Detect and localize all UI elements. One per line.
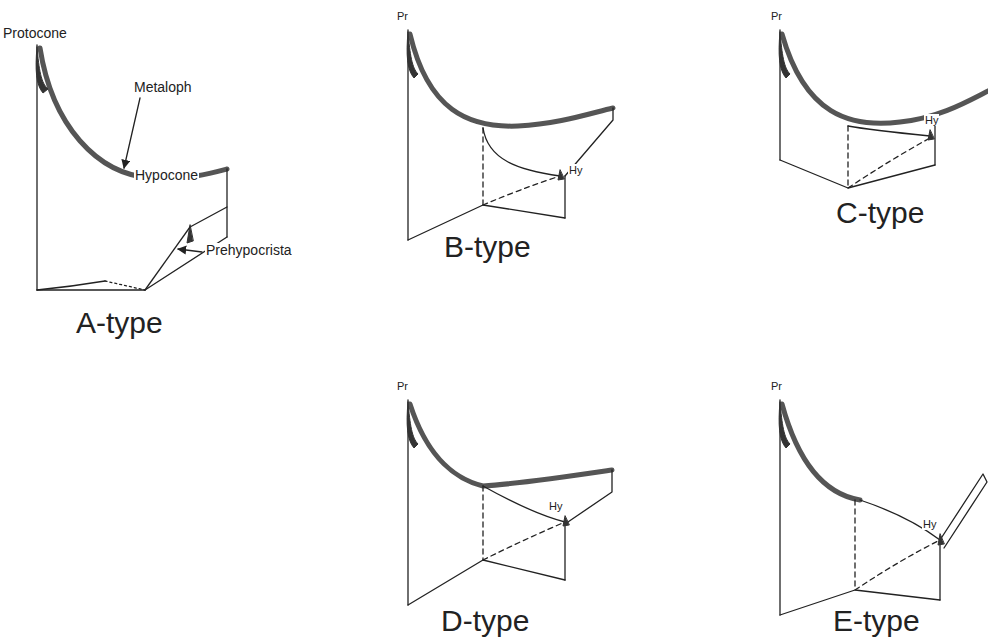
b-type-crown	[407, 30, 613, 240]
part-name: Protocone	[2, 26, 68, 41]
part-name: Hypocone	[134, 168, 199, 183]
cusp-abbrev: Pr	[396, 380, 409, 392]
part-name: Metaloph	[133, 80, 193, 95]
cusp-abbrev: Hy	[548, 500, 563, 512]
part-name: Prehypocrista	[205, 243, 293, 258]
cusp-abbrev: Pr	[770, 10, 783, 22]
prehypocrista-leader	[178, 249, 202, 252]
cusp-abbrev: Hy	[568, 164, 583, 176]
cusp-abbrev: Hy	[924, 114, 939, 126]
type-title: E-type	[832, 604, 921, 637]
d-type-crown	[407, 400, 612, 605]
cusp-abbrev: Pr	[770, 380, 783, 392]
cusp-abbrev: Pr	[396, 10, 409, 22]
type-title: B-type	[443, 230, 532, 263]
metaloph-leader	[124, 98, 140, 168]
a-type-crown	[36, 45, 227, 290]
type-title: C-type	[835, 196, 925, 229]
type-title: D-type	[440, 604, 530, 637]
e-type-crown	[779, 400, 987, 615]
type-title: A-type	[75, 306, 164, 339]
c-type-crown	[779, 30, 988, 188]
cusp-abbrev: Hy	[922, 518, 937, 530]
